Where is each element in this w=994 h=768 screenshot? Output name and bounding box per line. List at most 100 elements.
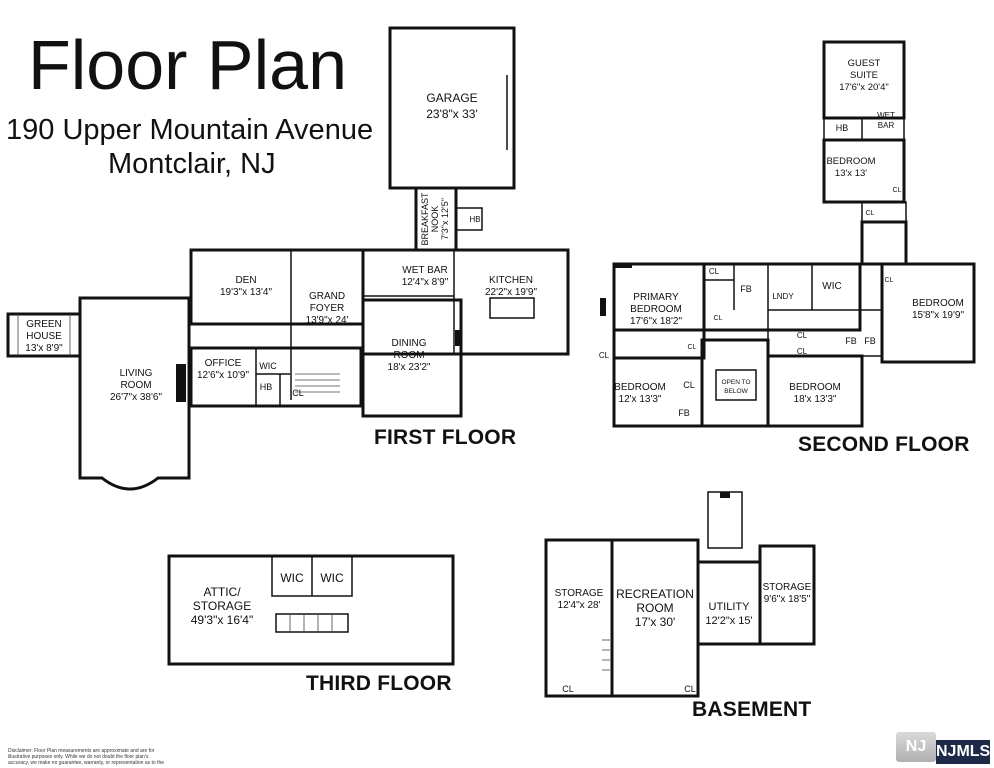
address-line: 190 Upper Mountain Avenue [6, 114, 374, 146]
bedroom-right-dim: 15'8"x 19'9" [912, 310, 965, 321]
attic-name1: ATTIC/ [203, 585, 241, 599]
third-wic2: WIC [320, 571, 344, 585]
living-fireplace [176, 364, 186, 402]
dining-fireplace [455, 330, 461, 346]
bedroom-guest-dim: 13'x 13' [835, 168, 867, 179]
first-cl: CL [292, 388, 304, 398]
page-title: Floor Plan [28, 26, 348, 104]
first-hb-top-walls [455, 207, 483, 231]
second-cl-b: CL [714, 315, 723, 322]
basement-stair [707, 491, 743, 549]
bedroom-center-dim: 18'x 13'3" [794, 394, 837, 405]
second-cl-a: CL [709, 267, 720, 276]
second-cl-e: CL [599, 351, 610, 360]
foyer-dim: 13'9"x 24' [306, 315, 349, 326]
third-floor-label: THIRD FLOOR [306, 672, 452, 695]
storage-right-dim: 9'6"x 18'5" [764, 594, 811, 605]
office-dim: 12'6"x 10'9" [197, 370, 250, 381]
third-wic1: WIC [280, 571, 304, 585]
garage-name: GARAGE [426, 91, 477, 105]
first-wic: WIC [259, 361, 277, 371]
guest-hb: HB [836, 123, 849, 133]
first-hb: HB [260, 382, 273, 392]
foyer-name2: FOYER [310, 303, 344, 314]
dining-name1: DINING [392, 338, 427, 349]
basement-cl1: CL [562, 684, 574, 694]
dining-name2: ROOM [393, 350, 424, 361]
recreation-name1: RECREATION [616, 587, 694, 601]
second-floor-label: SECOND FLOOR [798, 433, 970, 456]
second-cl-d: CL [797, 347, 808, 356]
bedroom-guest-name: BEDROOM [826, 156, 875, 167]
wetbar-name: WET BAR [402, 265, 447, 276]
city-line: Montclair, NJ [108, 148, 276, 180]
living-room-walls [78, 296, 191, 491]
second-hall-walls [860, 220, 908, 266]
second-fb-c: FB [864, 336, 876, 346]
njmls-logo: NJ NJMLS [896, 724, 992, 766]
breakfast-nook-name2: NOOK [430, 206, 440, 233]
open-below-box [715, 369, 757, 401]
attic-name2: STORAGE [193, 599, 251, 613]
bedroom-left-dim: 12'x 13'3" [619, 394, 662, 405]
recreation-name2: ROOM [636, 601, 673, 615]
logo-mark-icon: NJ [896, 732, 936, 762]
logo-text: NJMLS [936, 740, 990, 764]
second-floor-plan [600, 40, 976, 428]
basement-label: BASEMENT [692, 698, 812, 721]
basement-plan [544, 491, 816, 698]
kitchen-dim: 22'2"x 19'9" [485, 287, 538, 298]
second-cl-c: CL [797, 331, 808, 340]
bedroom-left-name: BEDROOM [614, 382, 666, 393]
foyer-name1: GRAND [309, 291, 345, 302]
second-fb-a: FB [740, 284, 752, 294]
greenhouse-name1: GREEN [26, 319, 62, 330]
foyer-stairs [295, 373, 340, 393]
first-floor-label: FIRST FLOOR [374, 426, 517, 449]
first-hb-top: HB [469, 215, 480, 224]
first-floor-plan [6, 26, 570, 491]
utility-name: UTILITY [709, 601, 751, 613]
bath-row [767, 309, 883, 357]
breakfast-nook-label: BREAKFAST NOOK 7'3"x 12'5" [420, 192, 450, 246]
third-floor-plan [167, 554, 455, 666]
second-cl-g: CL [683, 380, 695, 390]
office-name: OFFICE [205, 358, 242, 369]
primary-fireplace [600, 298, 606, 316]
dining-room-walls [361, 298, 463, 418]
wetbar-dim: 12'4"x 8'9" [402, 277, 449, 288]
den-name: DEN [235, 275, 256, 286]
guest-wetbar-name1: WET [877, 111, 895, 120]
storage-right-name: STORAGE [763, 582, 812, 593]
living-name2: ROOM [120, 380, 151, 391]
living-name1: LIVING [120, 368, 153, 379]
second-fb-b: FB [845, 336, 857, 346]
primary-dim: 17'6"x 18'2" [630, 316, 683, 327]
greenhouse-dim: 13'x 8'9" [25, 343, 63, 354]
living-dim: 26'7"x 38'6" [110, 392, 163, 403]
recreation-dim: 17'x 30' [635, 615, 676, 629]
disclaimer-text: Disclaimer: Floor Plan measurements are … [8, 748, 165, 766]
storage-left-walls [544, 538, 614, 698]
attic-dim: 49'3"x 16'4" [191, 613, 253, 627]
guest-cl1: CL [893, 187, 902, 194]
den-dim: 19'3"x 13'4" [220, 287, 273, 298]
dining-dim: 18'x 23'2" [388, 362, 431, 373]
second-fb-d: FB [678, 408, 690, 418]
utility-dim: 12'2"x 15' [705, 615, 752, 627]
storage-right-walls [758, 544, 816, 646]
guest-suite-name1: GUEST [848, 58, 881, 69]
garage-dim: 23'8"x 33' [426, 107, 478, 121]
primary-name1: PRIMARY [633, 292, 679, 303]
breakfast-nook-dim: 7'3"x 12'5" [440, 198, 450, 240]
kitchen-name: KITCHEN [489, 275, 533, 286]
storage-left-name: STORAGE [555, 588, 604, 599]
second-wic: WIC [822, 281, 841, 292]
guest-wetbar-name2: BAR [878, 121, 895, 130]
kitchen-island [489, 297, 535, 319]
second-lndy: LNDY [772, 292, 794, 301]
guest-cl3: CL [885, 277, 894, 284]
second-cl-f: CL [688, 344, 697, 351]
bedroom-center-name: BEDROOM [789, 382, 841, 393]
